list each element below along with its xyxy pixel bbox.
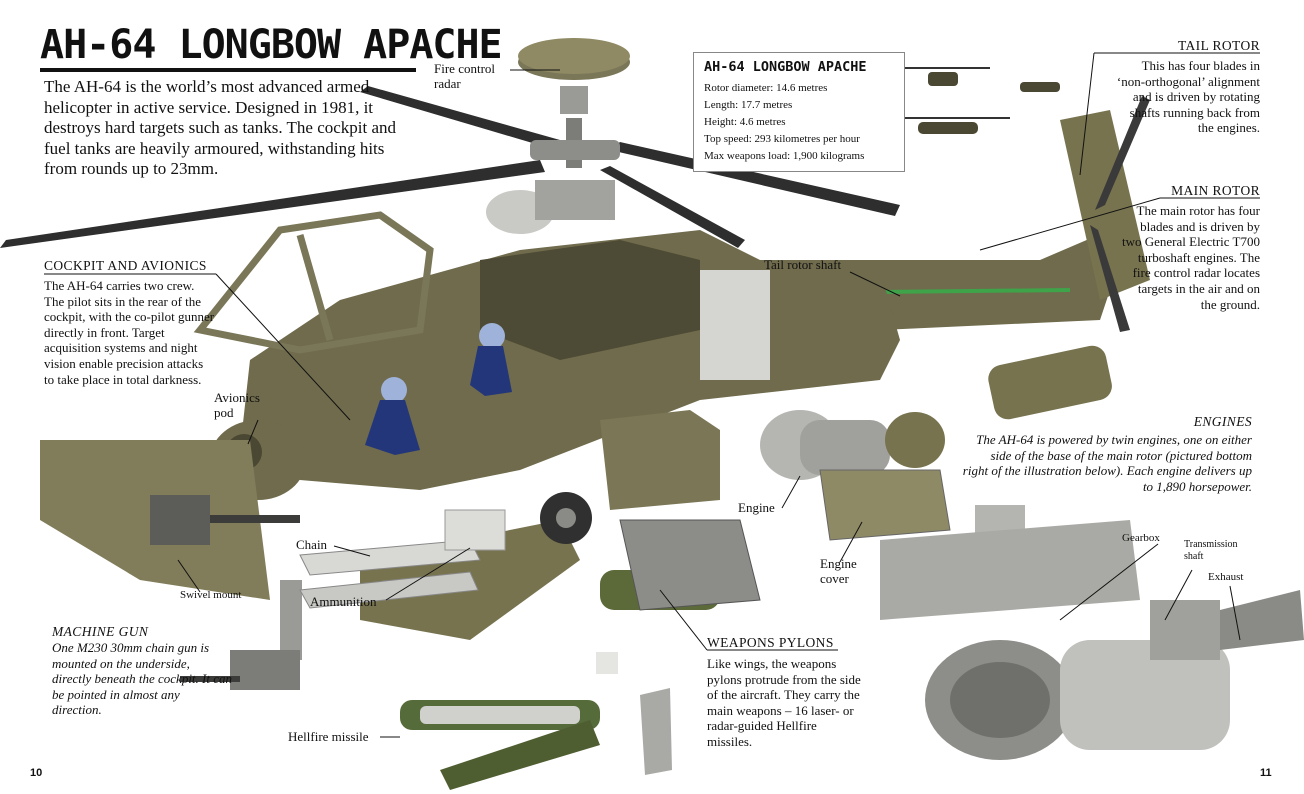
- ammunition-chute: [299, 509, 506, 609]
- label-gearbox: Gearbox: [1122, 532, 1160, 544]
- label-ammunition: Ammunition: [310, 594, 377, 609]
- cockpit-canopy: [193, 211, 434, 354]
- cockpit-heading: COCKPIT AND AVIONICS: [44, 258, 207, 273]
- crew-figures: [365, 323, 512, 455]
- page-title: AH-64 LONGBOW APACHE: [40, 22, 503, 68]
- rotor-hub: [486, 140, 620, 234]
- label-tail-rotor-shaft: Tail rotor shaft: [764, 257, 842, 272]
- tail-rotor-heading: TAIL ROTOR: [1177, 38, 1260, 53]
- label-swivel-mount: Swivel mount: [180, 589, 242, 601]
- label-exhaust: Exhaust: [1208, 571, 1244, 583]
- weapons-pylon: [619, 519, 761, 611]
- engine-unit: [760, 410, 951, 541]
- label-chain: Chain: [296, 537, 328, 552]
- leader-lines: [44, 52, 1260, 738]
- spec-height: Height: 4.6 metres: [704, 116, 786, 128]
- tail-rotor-text: This has four blades in ‘non-orthogonal’…: [1116, 58, 1260, 136]
- label-hellfire-missile: Hellfire missile: [288, 729, 369, 744]
- engines-heading: ENGINES: [1193, 414, 1252, 429]
- apache-silhouettes: [900, 67, 1060, 134]
- spec-rotor-diameter: Rotor diameter: 14.6 metres: [704, 82, 828, 94]
- engines-text: The AH-64 is powered by twin engines, on…: [962, 432, 1252, 494]
- landing-wheel: [540, 492, 592, 544]
- page-number-left: 10: [30, 767, 43, 779]
- label-avionics-pod: Avionics pod: [214, 390, 260, 420]
- main-rotor-text: The main rotor has four blades and is dr…: [1121, 203, 1260, 312]
- spec-max-weapons-load: Max weapons load: 1,900 kilograms: [704, 150, 865, 162]
- main-rotor-heading: MAIN ROTOR: [1171, 183, 1260, 198]
- weapons-pylons-heading: WEAPONS PYLONS: [707, 635, 834, 650]
- machine-gun-text: One M230 30mm chain gun is mounted on th…: [52, 640, 233, 718]
- tail-rotor-blades: [1090, 96, 1150, 332]
- label-engine: Engine: [738, 500, 775, 515]
- spec-box-title: AH-64 LONGBOW APACHE: [704, 59, 867, 75]
- main-rotor-blades: [0, 86, 900, 248]
- fire-control-radar-dome: [518, 38, 630, 168]
- weapons-pylons-text: Like wings, the weapons pylons protrude …: [707, 656, 861, 749]
- cockpit-text: The AH-64 carries two crew. The pilot si…: [44, 278, 215, 387]
- intro-paragraph: The AH-64 is the world’s most advanced a…: [44, 77, 397, 178]
- machine-gun-heading: MACHINE GUN: [52, 624, 149, 639]
- page-number-right: 11: [1260, 767, 1272, 779]
- transmission-assembly: [880, 505, 1304, 760]
- title-underline: [40, 68, 416, 72]
- label-transmission-shaft: Transmission shaft: [1184, 539, 1238, 562]
- spec-length: Length: 17.7 metres: [704, 99, 793, 111]
- label-engine-cover: Engine cover: [820, 556, 857, 586]
- chain-gun: [150, 495, 302, 690]
- spec-box: AH-64 LONGBOW APACHE Rotor diameter: 14.…: [693, 52, 905, 172]
- spec-top-speed: Top speed: 293 kilometres per hour: [704, 133, 860, 145]
- label-fire-control-radar: Fire control radar: [434, 61, 496, 91]
